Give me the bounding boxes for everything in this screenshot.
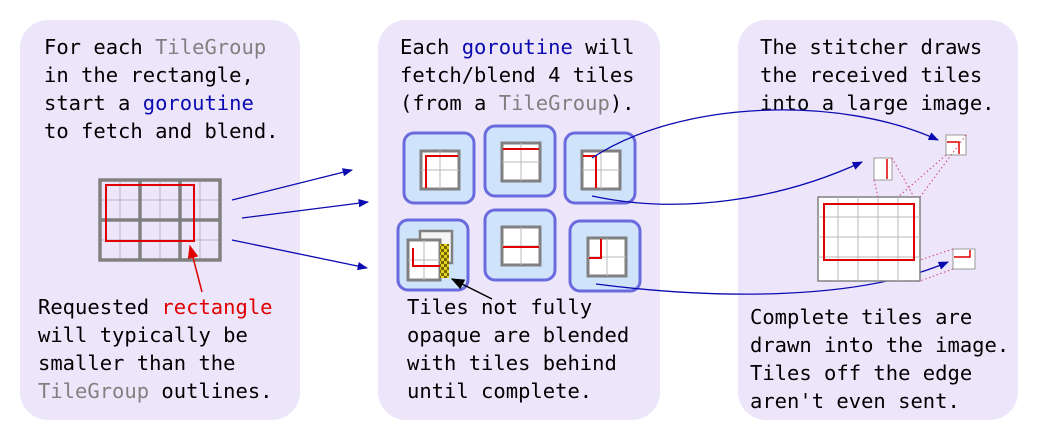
- left-intro-text: For each TileGroup in the rectangle, sta…: [44, 35, 279, 143]
- goroutine-box-2: [483, 124, 557, 198]
- goroutine-box-3: [563, 131, 637, 205]
- middle-note-text: Tiles not fully opaque are blended with …: [407, 295, 630, 403]
- incoming-tile-b: [945, 134, 967, 156]
- partial-tile-pointer-arrow: [450, 278, 493, 300]
- dispatch-arrow-2: [241, 199, 370, 219]
- left-note-text: Requested rectangle will typically be sm…: [38, 295, 273, 403]
- middle-intro-text: Each goroutine will fetch/blend 4 tiles …: [400, 35, 635, 115]
- incoming-tile-a: [873, 157, 893, 181]
- requested-rectangle: [105, 184, 195, 242]
- goroutine-box-1: [402, 131, 476, 205]
- rectangle-pointer-arrow: [187, 244, 203, 293]
- placement-guides: [873, 134, 967, 282]
- right-intro-text: The stitcher draws the received tiles in…: [760, 35, 995, 115]
- goroutine-box-4: [396, 218, 470, 292]
- partial-tile-checker: [440, 244, 449, 278]
- stitch-arrow-2: [591, 161, 863, 205]
- stitched-image: [817, 196, 921, 282]
- dispatch-arrow-1: [231, 168, 354, 201]
- right-note-text: Complete tiles are drawn into the image.…: [750, 305, 1010, 413]
- goroutine-box-5: [483, 208, 557, 282]
- stitch-arrow-1: [591, 109, 939, 159]
- dispatch-arrow-3: [231, 239, 369, 271]
- incoming-tile-c: [952, 248, 976, 270]
- tilegroup-grid: [98, 178, 222, 262]
- goroutine-box-6: [568, 219, 642, 293]
